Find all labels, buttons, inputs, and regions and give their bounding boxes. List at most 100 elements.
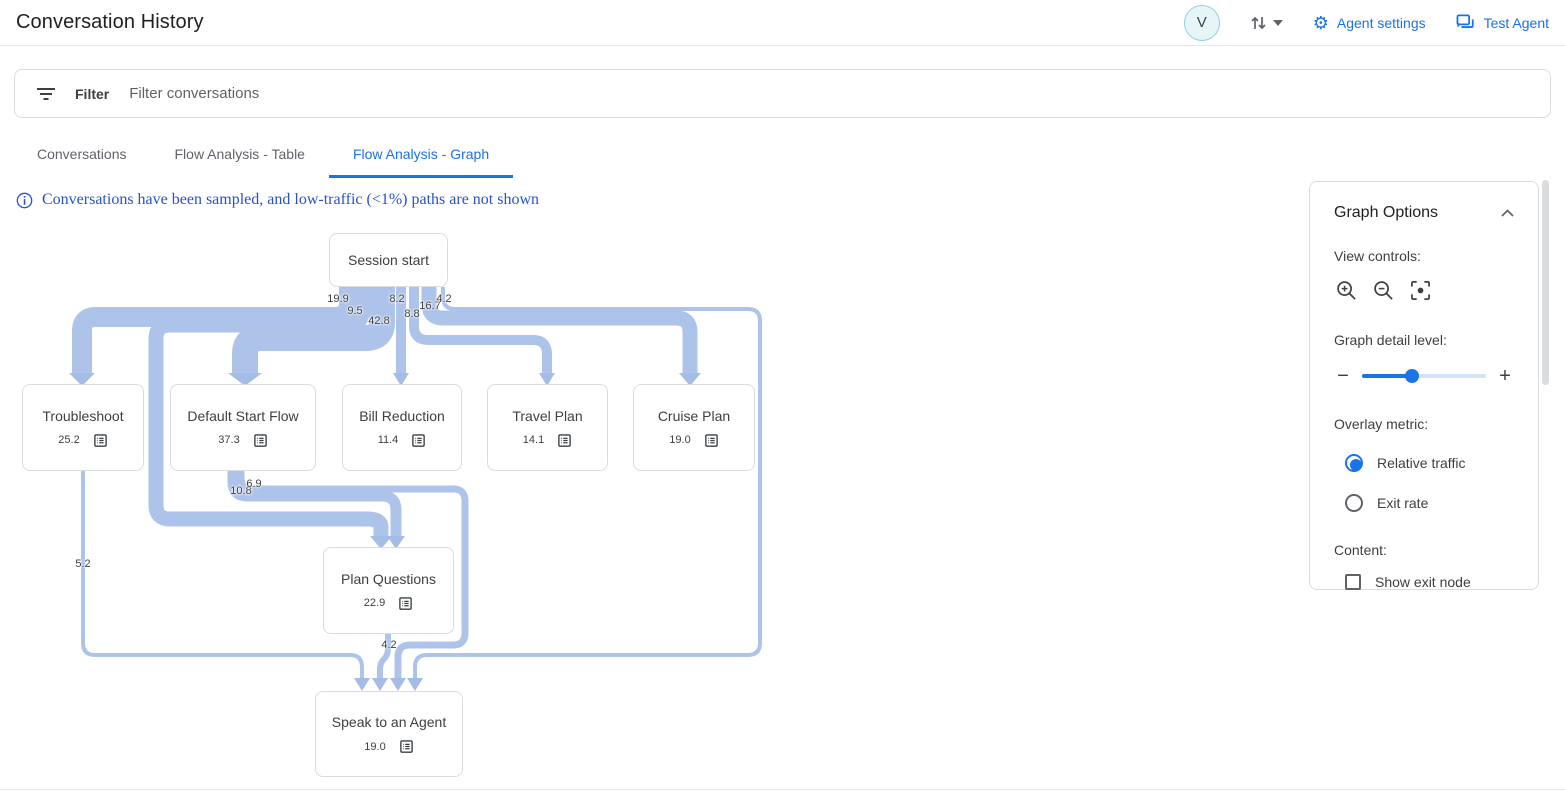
graph-options-panel: Graph Options View controls: (1309, 181, 1539, 590)
collapse-chevron-up-icon[interactable] (1501, 209, 1514, 217)
scrollbar-thumb[interactable] (1542, 180, 1549, 385)
show-exit-node-checkbox[interactable]: Show exit node (1334, 574, 1514, 590)
flow-node-traffic-value: 19.0 (364, 740, 386, 753)
flow-edge-session_start-to-travel_plan[interactable] (409, 287, 552, 374)
edge-traffic-label: 16.7 (419, 300, 441, 312)
filter-conversations-input[interactable]: Filter conversations (129, 85, 260, 102)
filter-label: Filter (75, 85, 110, 102)
tab-flow-analysis-table[interactable]: Flow Analysis - Table (174, 145, 305, 162)
sampling-notice: Conversations have been sampled, and low… (0, 191, 1565, 209)
slider-track (1362, 374, 1486, 378)
edge-traffic-label: 19.9 (327, 293, 349, 305)
page-title: Conversation History (16, 11, 204, 33)
flow-node-title: Troubleshoot (42, 407, 124, 424)
flow-edge-plan_questions-to-speak_to_an_agent[interactable] (377, 634, 391, 681)
tab-flow-analysis-graph[interactable]: Flow Analysis - Graph (328, 132, 514, 178)
edge-traffic-label: 42.8 (368, 315, 390, 327)
content-label: Content: (1334, 542, 1387, 558)
flow-node-plan-questions[interactable]: Plan Questions 22.9 (323, 547, 454, 634)
radio-exit-rate-label: Exit rate (1377, 495, 1429, 511)
flow-edge-arrowhead (390, 678, 406, 691)
app-header: Conversation History V ⚙ Agent settings (0, 0, 1565, 46)
list-icon[interactable] (398, 596, 413, 611)
radio-icon (1345, 454, 1363, 472)
flow-edges (69, 287, 762, 691)
graph-options-title: Graph Options (1334, 204, 1439, 221)
flow-node-title: Cruise Plan (657, 407, 731, 424)
flow-edge-session_start-to-speak_to_an_agent[interactable] (413, 287, 762, 681)
flow-edge-troubleshoot-to-speak_to_an_agent[interactable] (81, 471, 364, 681)
list-icon[interactable] (704, 433, 719, 448)
graph-detail-label: Graph detail level: (1334, 332, 1447, 348)
zoom-out-icon (1373, 280, 1393, 300)
agent-settings-label: Agent settings (1336, 14, 1426, 31)
flow-node-default-start-flow[interactable]: Default Start Flow 37.3 (170, 384, 316, 471)
flow-edge-session_start-to-default_start_flow[interactable] (232, 287, 395, 373)
list-icon[interactable] (93, 433, 108, 448)
radio-exit-rate[interactable]: Exit rate (1334, 494, 1514, 512)
flow-node-bill-reduction[interactable]: Bill Reduction 11.4 (342, 384, 462, 471)
list-icon[interactable] (253, 433, 268, 448)
test-agent-button[interactable]: Test Agent (1456, 13, 1549, 32)
flow-node-title: Plan Questions (341, 570, 436, 587)
zoom-out-button[interactable] (1371, 278, 1395, 302)
flow-edge-arrowhead (354, 678, 370, 691)
flow-node-title: Bill Reduction (359, 407, 445, 424)
checkbox-icon (1345, 574, 1361, 590)
sort-arrows-icon (1251, 16, 1266, 29)
agent-settings-button[interactable]: ⚙ Agent settings (1313, 14, 1426, 32)
radio-icon (1345, 494, 1363, 512)
list-icon[interactable] (557, 433, 572, 448)
flow-edge-session_start-to-plan_questions[interactable] (148, 287, 389, 537)
flow-edge-default_start_flow-to-plan_questions[interactable] (227, 471, 402, 537)
flow-node-session-start[interactable]: Session start (329, 233, 448, 287)
flow-edge-arrowhead (69, 373, 95, 386)
flow-edge-session_start-to-troubleshoot[interactable] (72, 287, 359, 374)
filter-bar[interactable]: Filter Filter conversations (14, 69, 1551, 118)
edge-traffic-label: 9.5 (347, 305, 363, 317)
slider-thumb[interactable] (1404, 369, 1419, 383)
bottom-divider (0, 789, 1565, 790)
flow-edge-default_start_flow-to-speak_to_an_agent[interactable] (237, 471, 469, 681)
flow-node-traffic-value: 37.3 (218, 434, 240, 446)
flow-edge-arrowhead (679, 373, 701, 386)
list-icon[interactable] (399, 739, 414, 754)
detail-level-slider[interactable] (1362, 369, 1486, 383)
test-agent-label: Test Agent (1483, 14, 1549, 31)
zoom-in-button[interactable] (1334, 278, 1358, 302)
filter-icon (37, 87, 55, 100)
user-avatar[interactable]: V (1183, 4, 1220, 41)
edge-traffic-label: 8.8 (404, 308, 420, 320)
detail-decrease-button[interactable]: − (1337, 365, 1349, 387)
flow-node-title: Speak to an Agent (331, 714, 447, 730)
flow-node-speak-to-an-agent[interactable]: Speak to an Agent 19.0 (315, 691, 463, 777)
flow-node-traffic-value: 22.9 (363, 597, 386, 609)
edge-traffic-label: 4.2 (381, 639, 397, 651)
flow-node-traffic-value: 25.2 (58, 434, 80, 446)
tab-conversations[interactable]: Conversations (37, 145, 127, 162)
list-icon[interactable] (411, 433, 426, 448)
flow-edge-arrowhead (393, 373, 409, 386)
gear-icon: ⚙ (1312, 12, 1329, 33)
flow-node-travel-plan[interactable]: Travel Plan 14.1 (487, 384, 608, 471)
edge-traffic-label: 4.2 (436, 293, 452, 305)
center-focus-button[interactable] (1408, 278, 1432, 302)
radio-relative-traffic[interactable]: Relative traffic (1334, 454, 1514, 472)
flow-edge-arrowhead (370, 536, 392, 549)
sampling-notice-text: Conversations have been sampled, and low… (42, 191, 540, 208)
detail-increase-button[interactable]: + (1499, 365, 1511, 387)
show-exit-node-label: Show exit node (1375, 574, 1471, 590)
slider-fill (1362, 374, 1412, 378)
flow-node-cruise-plan[interactable]: Cruise Plan 19.0 (633, 384, 755, 471)
edge-traffic-label: 10.8 (230, 485, 252, 497)
chevron-down-icon (1272, 19, 1283, 26)
flow-node-troubleshoot[interactable]: Troubleshoot 25.2 (22, 384, 144, 471)
flow-edge-session_start-to-cruise_plan[interactable] (421, 287, 698, 373)
avatar-initial: V (1196, 14, 1207, 31)
flow-edge-arrowhead (372, 678, 388, 691)
tab-bar: Conversations Flow Analysis - Table Flow A… (0, 132, 1565, 178)
sort-order-button[interactable] (1250, 14, 1283, 32)
edge-traffic-label: 8.2 (389, 293, 405, 305)
chat-icon (1456, 13, 1474, 28)
